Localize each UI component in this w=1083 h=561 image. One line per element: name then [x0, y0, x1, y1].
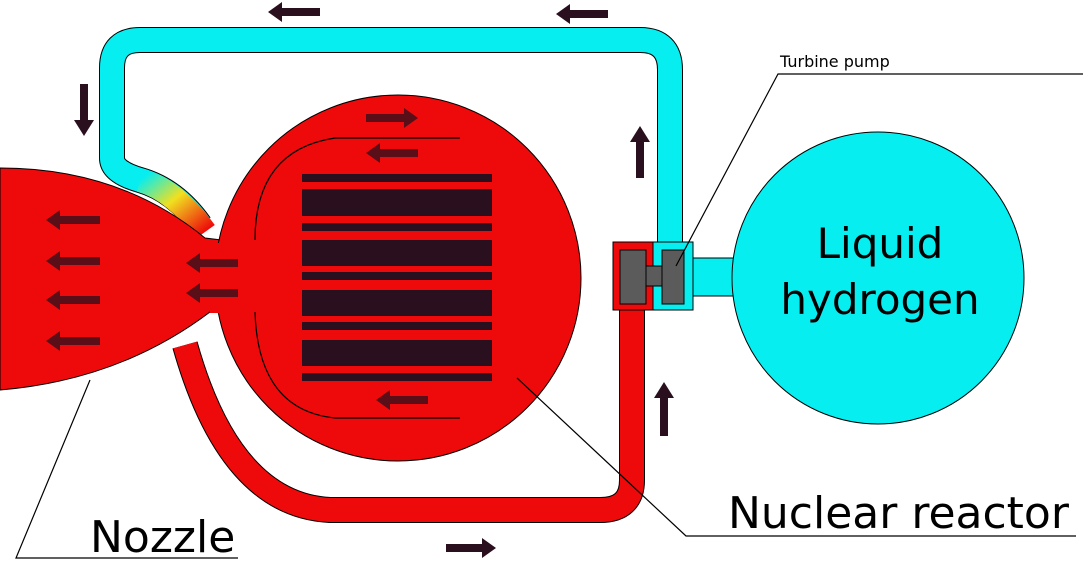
arrow-right-icon — [446, 538, 496, 558]
nuclear-reactor-leader — [516, 377, 1076, 537]
fuel-element — [302, 340, 492, 366]
arrow-left-icon — [46, 290, 100, 310]
fuel-element — [302, 290, 492, 316]
arrow-up-icon — [630, 126, 650, 178]
turbine-pump-label: Turbine pump — [779, 52, 890, 71]
fuel-element — [302, 174, 492, 182]
liquid-hydrogen-tank — [689, 131, 1025, 425]
turbine-pump-leader — [675, 73, 1083, 267]
arrow-left-icon — [46, 251, 100, 271]
pump-rotor-left — [619, 249, 647, 305]
nuclear-reactor-label: Nuclear reactor — [728, 488, 1070, 539]
arrow-left-icon — [46, 210, 100, 230]
leader-lines — [15, 73, 1083, 559]
arrow-left-icon — [186, 283, 238, 303]
arrow-left-icon — [46, 331, 100, 351]
liquid-hydrogen-label-line2: hydrogen — [780, 275, 979, 324]
arrow-left-icon — [556, 4, 608, 24]
fuel-element — [302, 272, 492, 280]
nuclear-reactor — [210, 94, 582, 462]
hot-hydrogen-pipe-fill — [173, 305, 644, 522]
arrow-right-icon — [366, 108, 418, 128]
fuel-element — [302, 223, 492, 231]
fuel-elements — [302, 174, 492, 381]
nozzle-leader — [15, 379, 238, 559]
arrow-left-icon — [186, 253, 238, 273]
pump-shaft — [645, 265, 663, 287]
reactor-inner-shroud — [254, 137, 460, 419]
arrow-left-icon — [376, 390, 428, 410]
flow-arrows-inner — [46, 108, 428, 410]
fuel-element — [302, 240, 492, 266]
arrow-left-icon — [268, 2, 320, 22]
turbine-pump-assembly — [612, 241, 694, 311]
arrow-down-icon — [74, 84, 94, 136]
fuel-element — [302, 322, 492, 330]
nozzle-label: Nozzle — [90, 512, 235, 561]
arrow-up-icon — [654, 382, 674, 436]
reactor-throat — [210, 243, 260, 313]
warming-pipe-segment — [136, 168, 215, 240]
flow-arrows-outer — [74, 2, 674, 558]
liquid-hydrogen-label-line1: Liquid — [817, 219, 944, 268]
fuel-element — [302, 189, 492, 216]
pump-rotor-right — [661, 249, 685, 305]
arrow-left-icon — [366, 143, 418, 163]
tank-body — [731, 131, 1025, 425]
fuel-element — [302, 373, 492, 381]
